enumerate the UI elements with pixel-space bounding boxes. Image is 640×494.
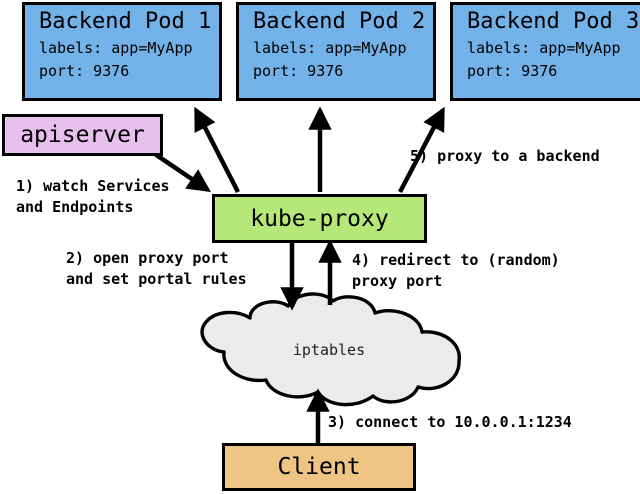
pod-title: Backend Pod 3 (467, 9, 640, 34)
pod-title: Backend Pod 1 (39, 9, 212, 34)
pod-title: Backend Pod 2 (253, 9, 426, 34)
pod-labels: labels: app=MyApp (467, 39, 621, 57)
arrow-kubeproxy-to-pod1 (193, 106, 241, 194)
step-4-label: 4) redirect to (random) proxy port (352, 250, 560, 292)
pod-port: port: 9376 (39, 62, 130, 80)
client-node[interactable]: Client (222, 443, 416, 491)
step-2-line-2: and set portal rules (66, 270, 247, 288)
step-2-label: 2) open proxy port and set portal rules (66, 248, 247, 290)
step-3-line-1: 3) connect to 10.0.0.1:1234 (328, 413, 572, 431)
step-1-line-1: 1) watch Services (16, 177, 170, 195)
apiserver-node[interactable]: apiserver (2, 114, 163, 156)
arrow-apiserver-to-kubeproxy (150, 150, 211, 193)
step-4-line-1: 4) redirect to (random) (352, 251, 560, 269)
client-label: Client (277, 454, 361, 480)
kube-proxy-node[interactable]: kube-proxy (212, 194, 427, 243)
step-1-label: 1) watch Services and Endpoints (16, 176, 170, 218)
step-1-line-2: and Endpoints (16, 198, 134, 216)
backend-pod-2[interactable]: Backend Pod 2 labels: app=MyApp port: 93… (236, 2, 436, 101)
step-5-label: 5) proxy to a backend (410, 146, 600, 167)
step-2-line-1: 2) open proxy port (66, 249, 229, 267)
backend-pod-3[interactable]: Backend Pod 3 labels: app=MyApp port: 93… (450, 2, 640, 101)
backend-pod-1[interactable]: Backend Pod 1 labels: app=MyApp port: 93… (22, 2, 222, 101)
pod-labels: labels: app=MyApp (39, 39, 193, 57)
step-5-line-1: 5) proxy to a backend (410, 147, 600, 165)
pod-port: port: 9376 (253, 62, 344, 80)
arrow-kubeproxy-to-pod3 (398, 106, 445, 194)
pod-port: port: 9376 (467, 62, 558, 80)
apiserver-label: apiserver (20, 122, 145, 148)
pod-labels: labels: app=MyApp (253, 39, 407, 57)
iptables-cloud-label: iptables (292, 341, 366, 359)
kube-proxy-label: kube-proxy (250, 205, 389, 232)
step-4-line-2: proxy port (352, 272, 443, 290)
step-3-label: 3) connect to 10.0.0.1:1234 (328, 412, 572, 433)
iptables-cloud-shape (200, 292, 461, 407)
